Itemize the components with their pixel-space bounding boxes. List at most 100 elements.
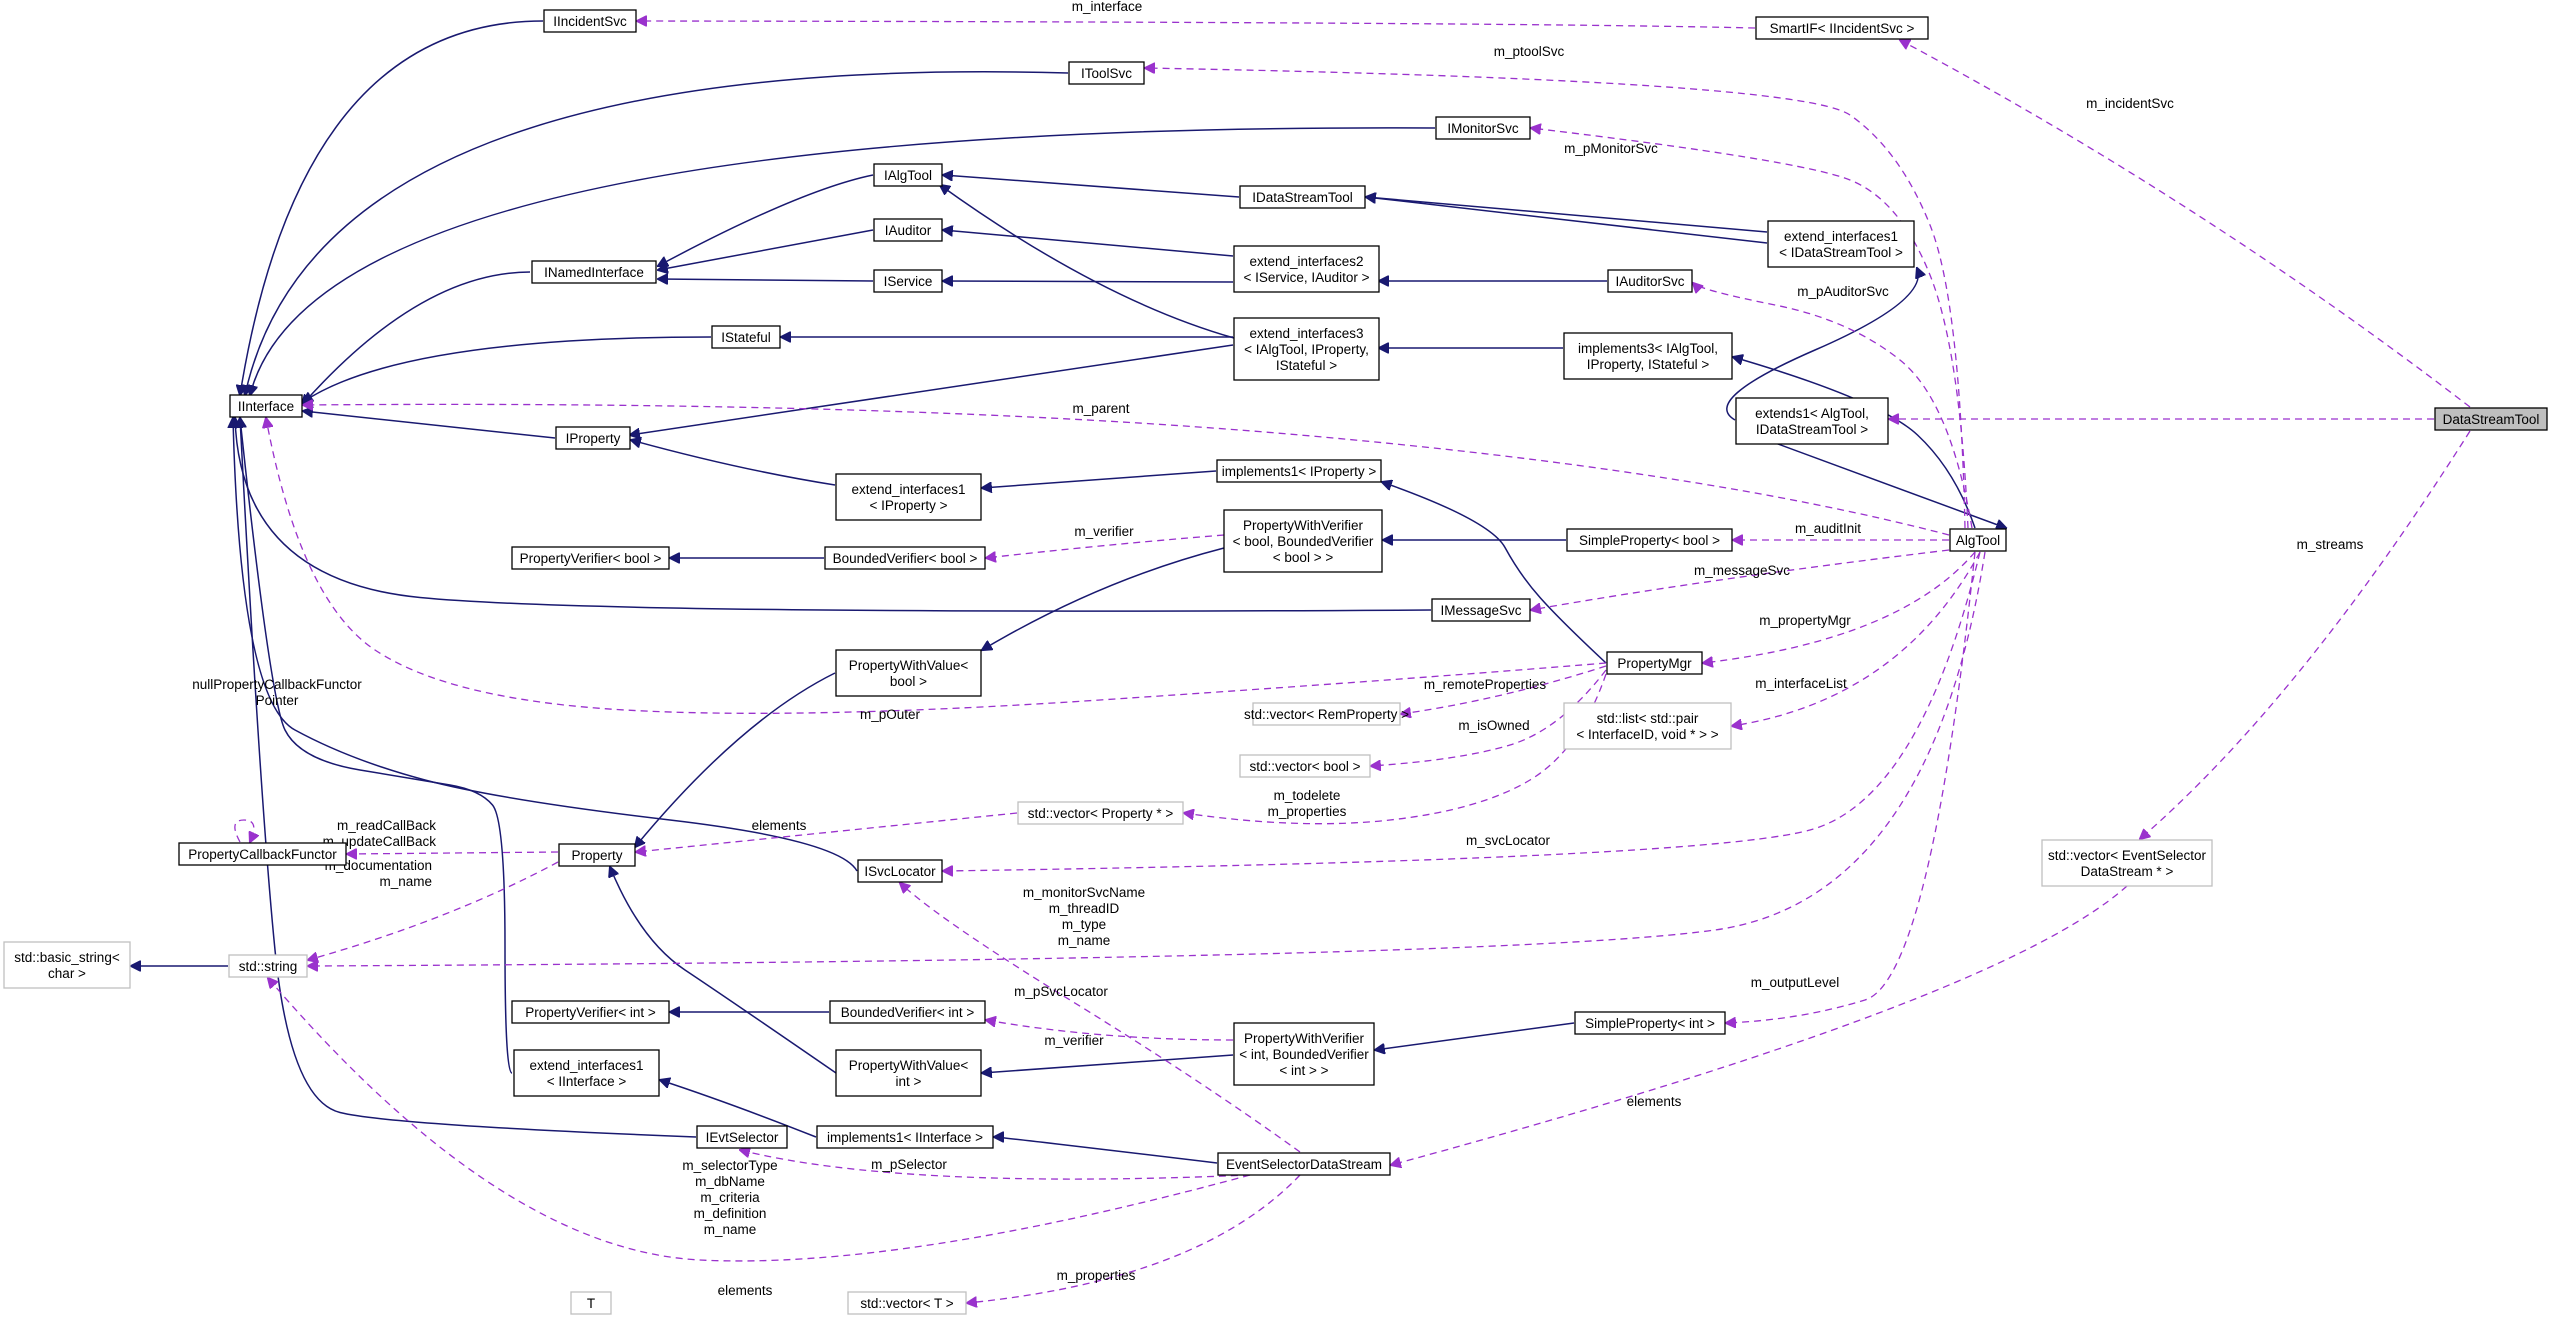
class-node-AlgTool[interactable]: AlgTool [1949, 528, 2007, 552]
class-node-vecProp[interactable]: std::vector< Property * > [1017, 801, 1184, 825]
class-node-impl1IProp[interactable]: implements1< IProperty > [1216, 459, 1382, 483]
class-node-label: SimpleProperty< bool > [1579, 533, 1720, 548]
class-node-IDataStreamTool[interactable]: IDataStreamTool [1239, 185, 1366, 209]
class-node-label: std::basic_string< [14, 950, 120, 965]
class-node-impl1II[interactable]: implements1< IInterface > [816, 1125, 994, 1149]
class-node-IEvtSelector[interactable]: IEvtSelector [696, 1125, 788, 1149]
class-node-PVbool[interactable]: PropertyVerifier< bool > [511, 546, 670, 570]
class-node-ESDS[interactable]: EventSelectorDataStream [1217, 1152, 1391, 1176]
usage-edge-ESDS-to-stdString [740, 1150, 1251, 1180]
class-node-PWVint[interactable]: PropertyWithVerifier< int, BoundedVerifi… [1233, 1022, 1375, 1086]
class-node-label: extend_interfaces1 [529, 1058, 643, 1073]
class-node-IProperty[interactable]: IProperty [555, 426, 631, 450]
class-node-T[interactable]: T [570, 1291, 612, 1315]
class-node-basicString[interactable]: std::basic_string<char > [3, 941, 131, 989]
class-node-SPbool[interactable]: SimpleProperty< bool > [1566, 528, 1733, 552]
class-node-box [1216, 459, 1382, 483]
inheritance-edge-extends1-to-extIf1DST [1366, 197, 1768, 233]
class-node-label: PropertyMgr [1617, 656, 1692, 671]
inheritance-edge-IService-to-INamedInterface [658, 279, 874, 281]
class-node-label: < IService, IAuditor > [1243, 270, 1369, 285]
class-node-DataStreamTool[interactable]: DataStreamTool [2434, 407, 2548, 431]
class-node-ISvcLocator[interactable]: ISvcLocator [857, 859, 943, 883]
edge-label: m_incidentSvc [2086, 96, 2174, 111]
edge-label: m_parent [1072, 401, 1129, 416]
class-node-IService[interactable]: IService [873, 269, 943, 293]
class-node-box [829, 1000, 986, 1024]
class-node-box [835, 473, 982, 521]
class-node-IStateful[interactable]: IStateful [711, 325, 781, 349]
class-node-IAlgTool[interactable]: IAlgTool [873, 163, 943, 187]
inheritance-edge-extIf2-to-IAuditor [943, 230, 1234, 257]
class-node-box [229, 394, 303, 418]
class-node-label: implements1< IProperty > [1222, 464, 1377, 479]
class-node-vecBool[interactable]: std::vector< bool > [1239, 754, 1371, 778]
class-node-extIf1IProp[interactable]: extend_interfaces1< IProperty > [835, 473, 982, 521]
class-node-extIf1II[interactable]: extend_interfaces1< IInterface > [513, 1049, 660, 1097]
class-node-PropertyMgr[interactable]: PropertyMgr [1606, 651, 1703, 675]
class-node-label: implements3< IAlgTool, [1578, 341, 1718, 356]
class-node-extends1[interactable]: extends1< AlgTool,IDataStreamTool > [1735, 397, 1889, 445]
class-node-box [1949, 528, 2007, 552]
class-node-BVbool[interactable]: BoundedVerifier< bool > [824, 546, 986, 570]
class-node-SPint[interactable]: SimpleProperty< int > [1574, 1011, 1726, 1035]
class-node-box [3, 941, 131, 989]
class-node-Property[interactable]: Property [558, 843, 636, 867]
class-node-IAuditor[interactable]: IAuditor [873, 218, 943, 242]
class-node-label: std::vector< bool > [1249, 759, 1360, 774]
class-node-PVint[interactable]: PropertyVerifier< int > [511, 1000, 670, 1024]
class-node-IMessageSvc[interactable]: IMessageSvc [1431, 598, 1531, 622]
class-node-SmartIF[interactable]: SmartIF< IIncidentSvc > [1755, 16, 1929, 40]
class-node-box [531, 260, 657, 284]
class-node-extIf3[interactable]: extend_interfaces3< IAlgTool, IProperty,… [1233, 317, 1380, 381]
class-node-label: INamedInterface [544, 265, 644, 280]
inheritance-edge-AlgTool-to-impl3 [1733, 357, 1976, 529]
class-node-vecESDS[interactable]: std::vector< EventSelectorDataStream * > [2041, 839, 2213, 887]
class-node-label: extend_interfaces1 [1784, 229, 1898, 244]
class-node-IIncidentSvc[interactable]: IIncidentSvc [543, 9, 637, 33]
class-node-BVint[interactable]: BoundedVerifier< int > [829, 1000, 986, 1024]
class-node-box [513, 1049, 660, 1097]
class-node-IMonitorSvc[interactable]: IMonitorSvc [1435, 116, 1531, 140]
usage-edge-AlgTool-to-SPint [308, 551, 1986, 966]
usage-edge-vecT-to-T [967, 1174, 1301, 1303]
class-node-vecRem[interactable]: std::vector< RemProperty > [1244, 702, 1409, 726]
inheritance-edge-PropertyMgr-to-impl1IProp [1382, 482, 1607, 664]
usage-edge-AlgTool-to-SPbool [303, 404, 1950, 536]
class-node-label: std::vector< T > [860, 1296, 953, 1311]
class-node-label: IProperty [566, 431, 621, 446]
inheritance-edge-DataStreamTool-to-extends1 [1739, 429, 2006, 528]
edge-label: elements [1627, 1094, 1682, 1109]
class-node-IAuditorSvc[interactable]: IAuditorSvc [1607, 269, 1693, 293]
inheritance-edge-IDataStreamTool-to-IAlgTool [943, 175, 1240, 198]
class-node-PWVbool[interactable]: PropertyWithVerifier< bool, BoundedVerif… [1223, 509, 1383, 573]
class-node-extIf2[interactable]: extend_interfaces2< IService, IAuditor > [1233, 245, 1380, 293]
usage-edge-PWVbool-to-BVbool [1726, 551, 1976, 1023]
class-node-box [816, 1125, 994, 1149]
inheritance-edge-IMonitorSvc-to-IInterface [250, 127, 1436, 395]
class-node-IInterface[interactable]: IInterface [229, 394, 303, 418]
class-node-box [857, 859, 943, 883]
class-node-stdString[interactable]: std::string [228, 954, 308, 978]
class-node-label: < bool > > [1273, 550, 1334, 565]
class-node-extIf1DST[interactable]: extend_interfaces1< IDataStreamTool > [1767, 220, 1915, 268]
class-node-vecT[interactable]: std::vector< T > [847, 1291, 967, 1315]
class-node-PWValint[interactable]: PropertyWithValue<int > [835, 1049, 982, 1097]
edge-label: m_verifier [1044, 1033, 1104, 1048]
edge-label: m_pOuter [860, 707, 921, 722]
class-node-label: IToolSvc [1081, 66, 1132, 81]
class-node-box [835, 1049, 982, 1097]
class-node-impl3[interactable]: implements3< IAlgTool,IProperty, IStatef… [1563, 332, 1733, 380]
inheritance-edge-IIncidentSvc-to-IInterface [240, 20, 544, 395]
class-node-label: < IDataStreamTool > [1779, 245, 1903, 260]
class-node-label: IAuditor [885, 223, 932, 238]
class-node-listPair[interactable]: std::list< std::pair< InterfaceID, void … [1563, 702, 1732, 750]
class-node-PWValbool[interactable]: PropertyWithValue<bool > [835, 649, 982, 697]
inheritance-edge-IMessageSvc-to-IInterface [235, 418, 1432, 612]
class-node-INamedInterface[interactable]: INamedInterface [531, 260, 657, 284]
class-node-label: < int > > [1279, 1063, 1328, 1078]
class-node-IToolSvc[interactable]: IToolSvc [1068, 61, 1145, 85]
class-node-PCF[interactable]: PropertyCallbackFunctor [178, 842, 347, 866]
edge-label: m_interface [1072, 0, 1143, 14]
